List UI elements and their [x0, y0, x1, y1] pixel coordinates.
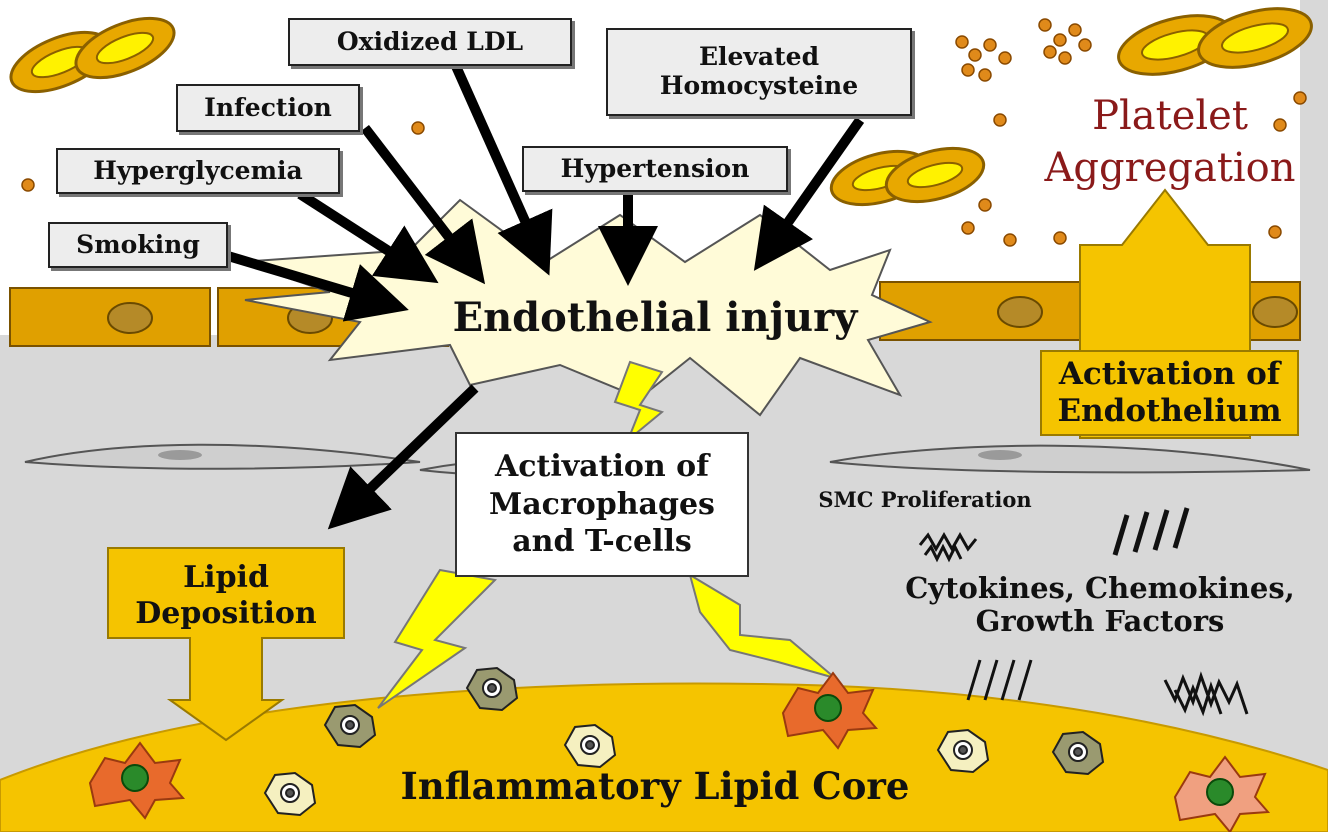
cell-nucleus [1253, 297, 1297, 327]
label-elevated-homocysteine: Elevated Homocysteine [606, 28, 912, 116]
label-oxidized-ldl: Oxidized LDL [288, 18, 572, 66]
cell-nucleus [998, 297, 1042, 327]
label-endothelial-injury: Endothelial injury [400, 295, 910, 341]
label-infection: Infection [176, 84, 360, 132]
label-smoking: Smoking [48, 222, 228, 268]
label-cytokines: Cytokines, Chemokines, Growth Factors [890, 572, 1310, 639]
label-activation-macrophages: Activation of Macrophages and T-cells [455, 432, 749, 577]
label-inflammatory-lipid-core: Inflammatory Lipid Core [330, 765, 980, 808]
cell-nucleus [108, 303, 152, 333]
label-hypertension: Hypertension [522, 146, 788, 192]
label-hyperglycemia: Hyperglycemia [56, 148, 340, 194]
label-activation-endothelium: Activation of Endothelium [1040, 350, 1299, 436]
label-lipid-deposition: Lipid Deposition [118, 560, 334, 632]
label-smc-proliferation: SMC Proliferation [780, 488, 1070, 512]
label-platelet-aggregation: Platelet Aggregation [1025, 90, 1315, 194]
